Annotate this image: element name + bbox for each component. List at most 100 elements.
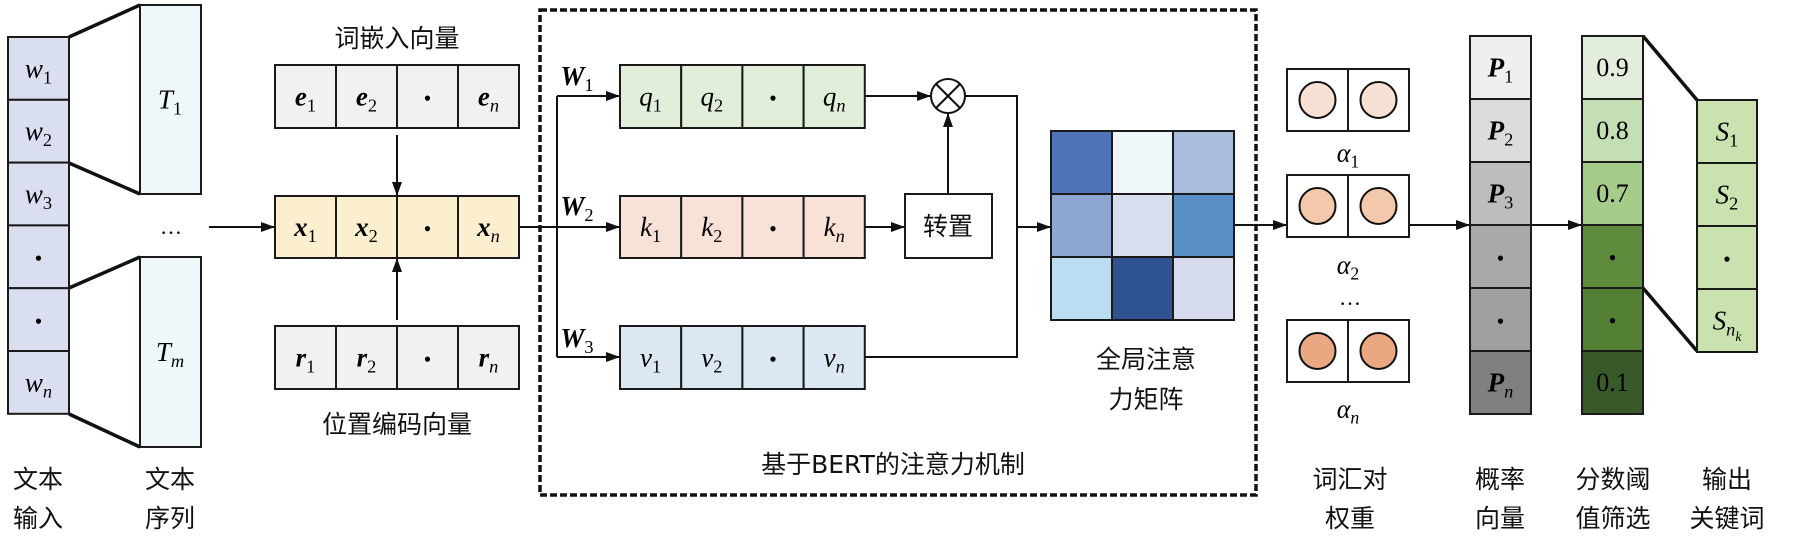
output-keywords-cell (1696, 99, 1758, 164)
label-subscript: 2 (714, 95, 723, 115)
combined-vector-label: xn (476, 212, 500, 246)
label-base: v (701, 342, 713, 372)
label-subscript: 2 (584, 205, 593, 225)
label-subscript: 1 (307, 95, 316, 115)
transpose-box: 转置 (904, 193, 993, 259)
flow-arrows (209, 91, 1582, 362)
label-subscript: 2 (713, 356, 722, 376)
output-keywords-cell (1696, 288, 1758, 353)
word-node-icon (1359, 187, 1398, 225)
matrix-cell (1050, 130, 1113, 195)
position-vector-label: rn (479, 342, 499, 376)
label-subscript: 2 (43, 130, 52, 150)
word-node-icon (1298, 187, 1337, 225)
label-subscript: 2 (1504, 129, 1513, 149)
probability-vector-label: P3 (1487, 178, 1514, 212)
query-vector-label: q1 (639, 81, 662, 115)
label-base: P (1487, 52, 1505, 82)
word-pair-weight: αn (1286, 319, 1410, 427)
label-base: w (25, 53, 43, 83)
label-base: • (424, 346, 432, 371)
combined-vector-cell (457, 195, 520, 259)
label-base: • (1609, 308, 1617, 333)
label-base: q (700, 81, 714, 111)
query-vector-label: qn (823, 81, 846, 115)
query-vector-label: q2 (700, 81, 723, 115)
label-base: e (295, 81, 307, 111)
label-subscript: 1 (584, 75, 593, 95)
key-vector-label: k1 (640, 212, 661, 246)
word-node-icon (1359, 81, 1398, 119)
query-vector-cell (619, 64, 683, 129)
matrix-cell (1172, 256, 1235, 321)
value-vector-label: v1 (640, 342, 661, 376)
input-word-column-cell (7, 161, 70, 227)
input-word-column-label: • (35, 309, 43, 334)
label-subscript: 2 (1350, 263, 1359, 283)
label-base: k (701, 212, 714, 242)
matrix-cell (1111, 193, 1174, 258)
label-subscript: m (171, 351, 184, 371)
threshold-scores-cell (1581, 287, 1644, 352)
label-base: x (476, 212, 491, 242)
sequence-label: T1 (158, 84, 182, 118)
input-word-column-label: wn (25, 367, 52, 401)
position-vector-cell (457, 325, 520, 390)
key-vector-label: • (769, 216, 777, 241)
output-keywords-label: Snk (1713, 305, 1743, 343)
label-base: • (769, 216, 777, 241)
label-subscript: 3 (1504, 192, 1513, 212)
threshold-to-output-connectors (1641, 34, 1699, 353)
output-label-line2: 关键词 (1689, 504, 1764, 533)
probability-vector-cell (1469, 287, 1532, 352)
input-word-column-cell (7, 350, 70, 415)
label-base: P (1487, 178, 1505, 208)
label-subscript: 1 (43, 67, 52, 87)
sequence-ellipsis: … (160, 214, 182, 239)
key-vector-cell (619, 195, 683, 259)
label-base: x (293, 212, 308, 242)
matrix-cell (1050, 193, 1113, 258)
label-base: • (1723, 246, 1731, 271)
alpha-label: α2 (1337, 251, 1360, 284)
weight-matrix-label: W1 (560, 61, 593, 95)
threshold-scores-label: • (1609, 245, 1617, 270)
label-subscript: 3 (43, 193, 52, 213)
combined-vector-label: x1 (293, 212, 317, 246)
label-base: S (1713, 305, 1727, 335)
value-vector-label: vn (824, 342, 845, 376)
position-vector-label: • (424, 346, 432, 371)
label-base: P (1487, 115, 1505, 145)
label-base: α (1337, 251, 1352, 280)
multiply-operator-icon (930, 78, 966, 114)
word-node-icon (1359, 332, 1398, 370)
label-subscript: n (1504, 381, 1513, 401)
input-word-column-label: w2 (25, 116, 52, 150)
word-pair-cell (1347, 319, 1410, 383)
label-base: P (1487, 367, 1505, 397)
output-keywords-label: S2 (1716, 179, 1739, 213)
probability-vector-label: • (1497, 245, 1505, 270)
sequence-label-line2: 序列 (145, 504, 195, 533)
label-subscript: n (1726, 319, 1735, 339)
label-subscript: 3 (584, 337, 593, 357)
matrix-cell (1172, 130, 1235, 195)
threshold-scores-cell (1581, 224, 1644, 289)
position-title: 位置编码向量 (322, 410, 472, 439)
probability-vector-label: P1 (1487, 52, 1514, 86)
label-base: q (639, 81, 653, 111)
weights-ellipsis: … (1339, 285, 1361, 310)
label-base: • (424, 85, 432, 110)
threshold-scores: 0.90.80.7••0.1 (1581, 35, 1644, 415)
key-vector-cell (680, 195, 744, 259)
label-base: q (823, 81, 837, 111)
probability-vector-label: Pn (1487, 367, 1514, 401)
label-base: v (640, 342, 652, 372)
label-subscript: 2 (713, 226, 722, 246)
output-keywords-label: • (1723, 246, 1731, 271)
